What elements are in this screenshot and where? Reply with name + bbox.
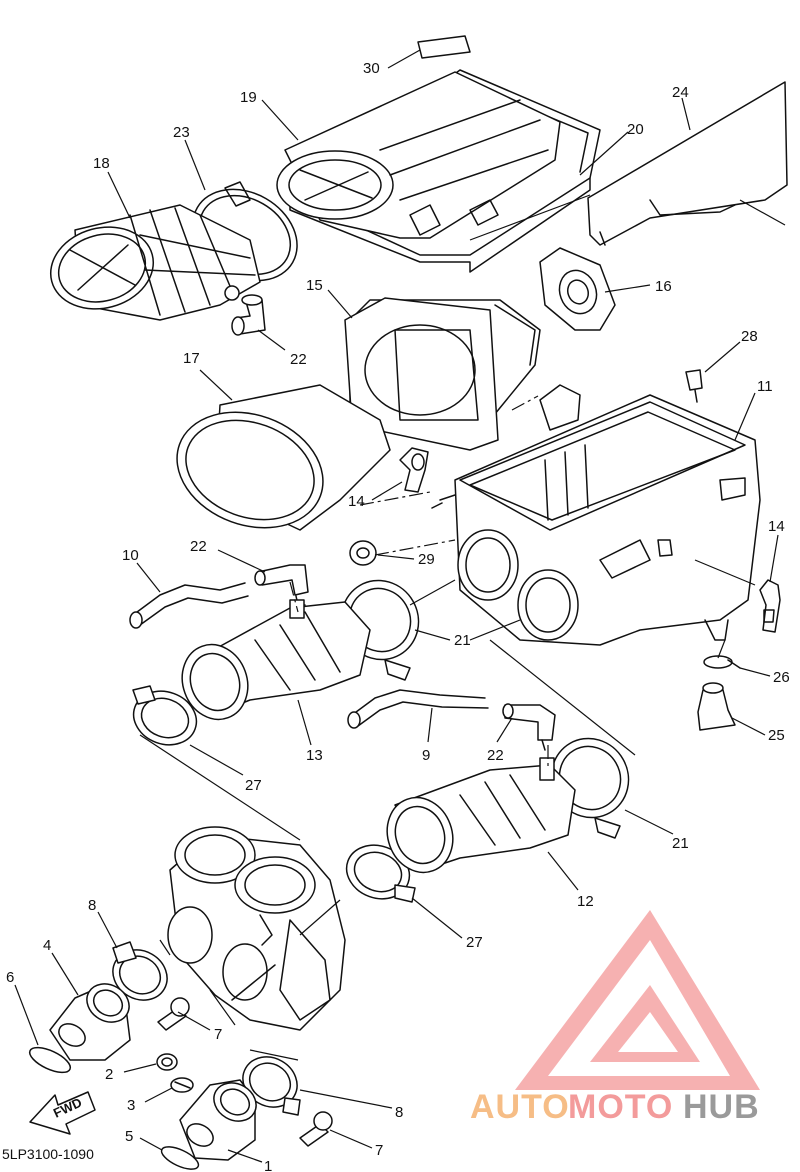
callout-18: 18 bbox=[93, 155, 110, 172]
callout-20: 20 bbox=[627, 121, 644, 138]
fwd-arrow: FWD bbox=[29, 1091, 96, 1135]
callout-9: 9 bbox=[422, 747, 430, 764]
part-10-hose bbox=[129, 582, 249, 629]
part-17-air-filter bbox=[176, 384, 391, 531]
callout-22-top: 22 bbox=[290, 351, 307, 368]
callout-25: 25 bbox=[768, 727, 785, 744]
part-30-label-sticker bbox=[417, 35, 471, 59]
callout-30: 30 bbox=[363, 60, 380, 77]
part-8-clamp-upper bbox=[112, 941, 168, 1001]
watermark-auto: AUTO bbox=[470, 1088, 570, 1126]
part-26-clip bbox=[703, 655, 741, 669]
callout-4: 4 bbox=[43, 937, 51, 954]
part-24-plate bbox=[587, 81, 788, 246]
callout-1: 1 bbox=[264, 1158, 272, 1172]
callout-labels: 30 19 23 18 20 24 15 16 22 17 28 11 14 1… bbox=[6, 49, 790, 1172]
callout-12: 12 bbox=[577, 893, 594, 910]
part-15-funnel bbox=[344, 297, 541, 451]
watermark-moto: MOTO bbox=[568, 1088, 673, 1126]
centerlines bbox=[289, 395, 549, 770]
callout-22-lower: 22 bbox=[487, 747, 504, 764]
callout-6: 6 bbox=[6, 969, 14, 986]
part-28-bolt bbox=[685, 369, 703, 403]
callout-19: 19 bbox=[240, 89, 257, 106]
part-22-elbow-lower bbox=[502, 703, 556, 751]
part-27-clamp-lower bbox=[345, 844, 416, 903]
callout-2: 2 bbox=[105, 1066, 113, 1083]
callout-13: 13 bbox=[306, 747, 323, 764]
part-22-elbow-middle bbox=[254, 564, 309, 606]
callout-8-lower: 8 bbox=[395, 1104, 403, 1121]
connector-lines bbox=[139, 194, 786, 1061]
callout-28: 28 bbox=[741, 328, 758, 345]
part-16-cap-plate bbox=[539, 247, 616, 331]
callout-22-middle: 22 bbox=[190, 538, 207, 555]
callout-16: 16 bbox=[655, 278, 672, 295]
part-14-clip-left bbox=[399, 447, 429, 493]
part-22-elbow-top bbox=[224, 285, 266, 336]
callout-26: 26 bbox=[773, 669, 790, 686]
carburetor-assembly bbox=[167, 826, 346, 1031]
callout-23: 23 bbox=[173, 124, 190, 141]
callout-8-upper: 8 bbox=[88, 897, 96, 914]
part-7-bolt-upper bbox=[157, 997, 190, 1031]
callout-7-lower: 7 bbox=[375, 1142, 383, 1159]
part-4-intake-manifold bbox=[49, 983, 131, 1061]
part-8-clamp-lower bbox=[242, 1056, 301, 1116]
watermark-logo: AUTO MOTO HUB bbox=[470, 910, 760, 1126]
callout-11: 11 bbox=[757, 378, 773, 395]
callout-5: 5 bbox=[125, 1128, 133, 1145]
callout-27-upper: 27 bbox=[245, 777, 262, 794]
callout-7-upper: 7 bbox=[214, 1026, 222, 1043]
callout-29: 29 bbox=[418, 551, 435, 568]
callout-27-lower: 27 bbox=[466, 934, 483, 951]
part-9-hose bbox=[347, 689, 489, 729]
part-27-clamp-upper bbox=[132, 685, 198, 746]
part-18-intake-joint bbox=[49, 204, 261, 321]
part-29-grommet bbox=[349, 540, 377, 566]
part-6-o-ring bbox=[28, 1046, 72, 1074]
callout-10: 10 bbox=[122, 547, 139, 564]
callout-14-left: 14 bbox=[348, 493, 365, 510]
callout-17: 17 bbox=[183, 350, 200, 367]
part-14-clip-right bbox=[759, 579, 781, 633]
callout-3: 3 bbox=[127, 1097, 135, 1114]
part-13-carb-joint-upper bbox=[181, 599, 371, 721]
diagram-code: 5LP3100-1090 bbox=[2, 1146, 94, 1162]
part-25-drain bbox=[697, 682, 736, 731]
part-2-cap bbox=[156, 1053, 178, 1071]
callout-15: 15 bbox=[306, 277, 323, 294]
part-11-air-box-case bbox=[431, 384, 761, 646]
callout-14-right: 14 bbox=[768, 518, 785, 535]
part-1-intake-manifold bbox=[179, 1079, 257, 1161]
part-7-bolt-lower bbox=[299, 1111, 333, 1147]
watermark-hub: HUB bbox=[683, 1088, 760, 1126]
part-19-case-cover bbox=[276, 71, 561, 239]
part-3-clip bbox=[170, 1077, 194, 1093]
part-12-carb-joint-lower bbox=[386, 757, 576, 874]
callout-21-upper: 21 bbox=[454, 632, 471, 649]
callout-24: 24 bbox=[672, 84, 689, 101]
callout-21-lower: 21 bbox=[672, 835, 689, 852]
